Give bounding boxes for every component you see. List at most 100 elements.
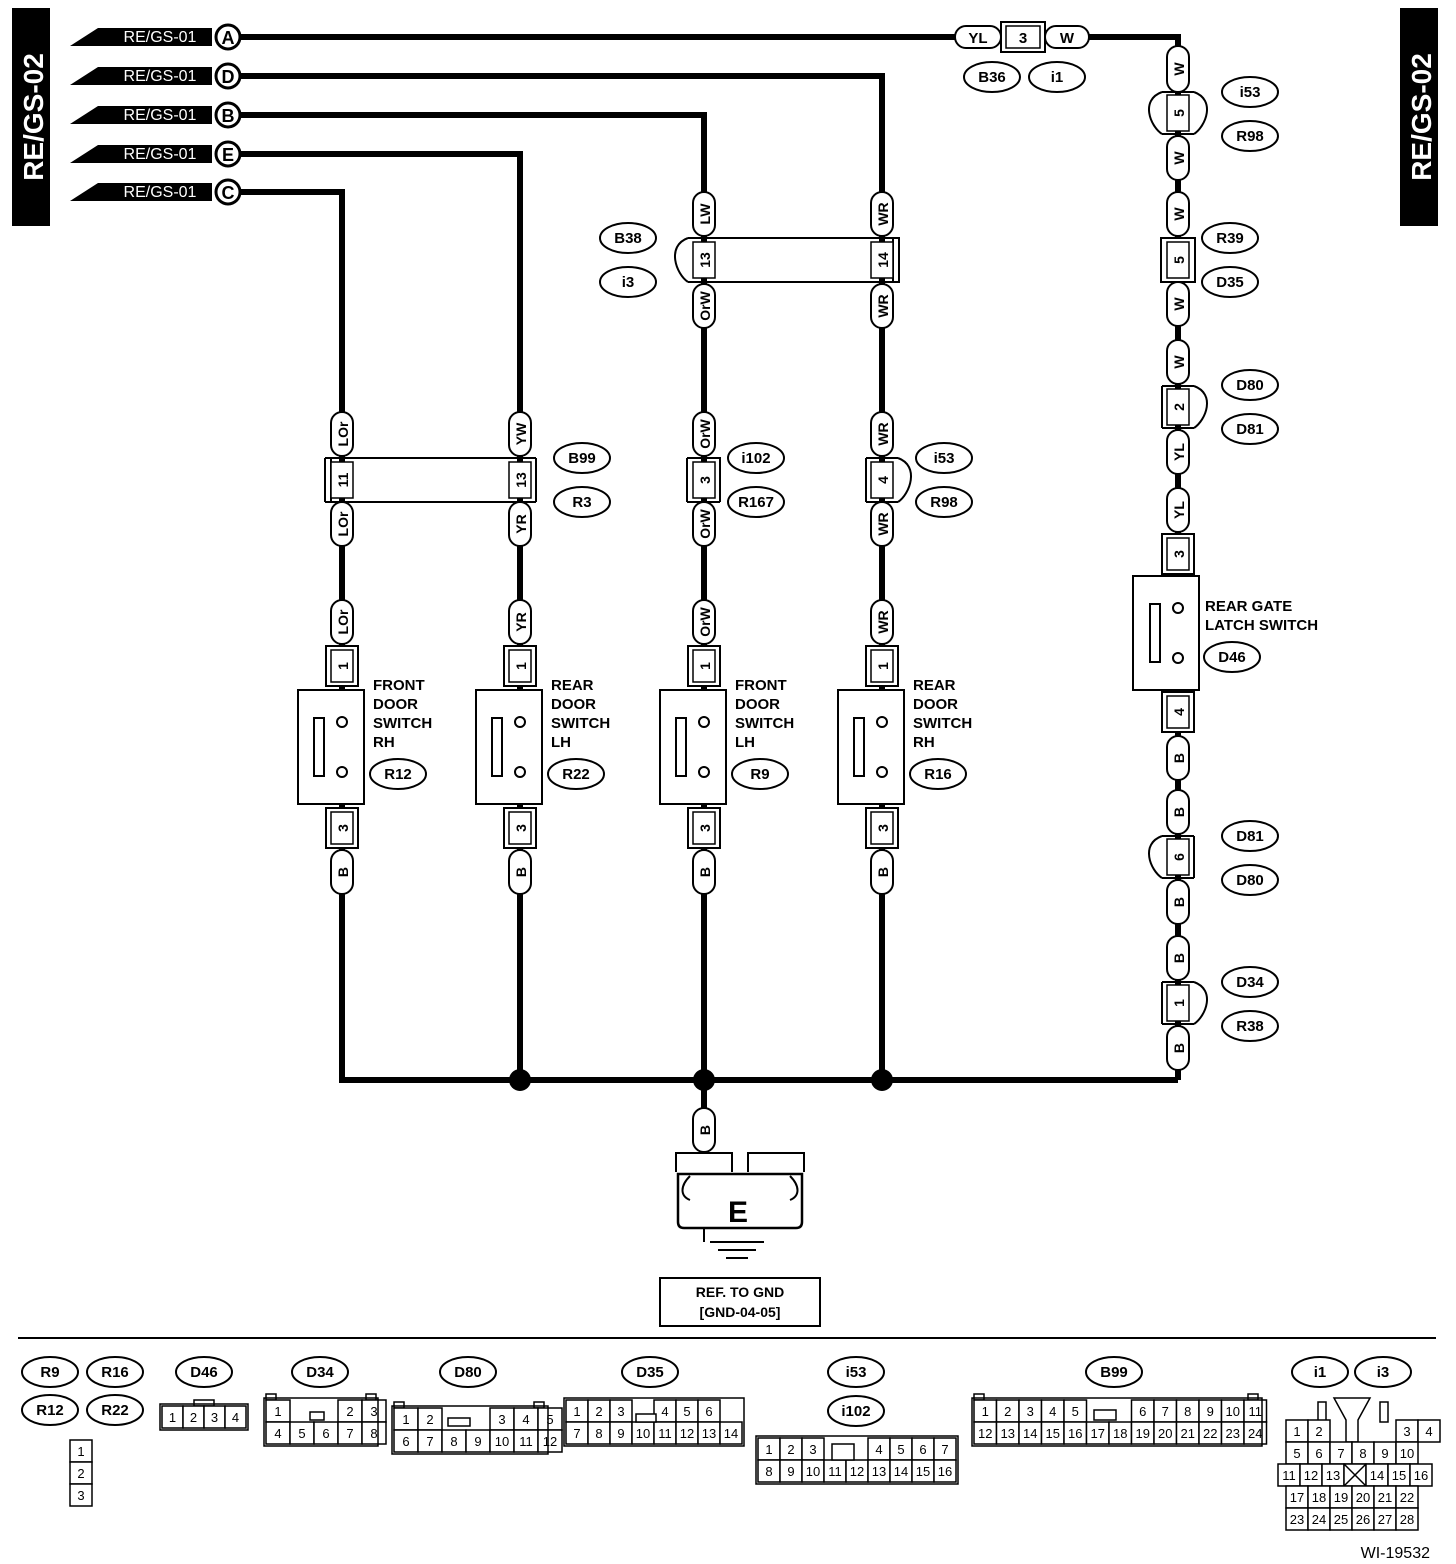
pin-number: 1 <box>274 1404 281 1419</box>
svg-text:RE/GS-01: RE/GS-01 <box>124 29 197 46</box>
svg-text:LATCH SWITCH: LATCH SWITCH <box>1205 617 1318 634</box>
pin-cell <box>933 1459 957 1483</box>
pin-number: 14 <box>1370 1468 1384 1483</box>
connector-outline <box>263 1397 379 1447</box>
svg-text:B99: B99 <box>1100 1364 1128 1381</box>
pin-number: 10 <box>1400 1446 1414 1461</box>
pin-number: 8 <box>1184 1404 1191 1419</box>
pin-number: 8 <box>595 1426 602 1441</box>
right-column-parts: W 5 i53 R98 W W 5 R39 D35 W <box>1132 45 1318 1071</box>
connector-b99-r3: LOr YW 11 13 B99 R3 LOr YR <box>324 411 611 547</box>
connector-d80-d81: 2 D80 D81 <box>1161 369 1279 445</box>
connector-i53-r98-d: WR 4 i53 R98 WR <box>865 411 973 547</box>
connector-latch <box>831 1443 855 1461</box>
figure-id: WI-19532 <box>1361 1545 1430 1562</box>
svg-text:WR: WR <box>875 202 891 225</box>
pin-number: 7 <box>426 1434 433 1449</box>
svg-text:B: B <box>513 867 529 877</box>
pin-number: 13 <box>1326 1468 1340 1483</box>
svg-text:WR: WR <box>875 422 891 445</box>
pin-number: 24 <box>1248 1426 1262 1441</box>
pin-number: 6 <box>402 1434 409 1449</box>
svg-text:WR: WR <box>875 610 891 633</box>
connector-r39-d35: 5 R39 D35 <box>1160 222 1259 298</box>
svg-text:LOr: LOr <box>335 609 351 634</box>
reference-e: RE/GS-01 E <box>70 140 242 168</box>
connector-latch <box>1093 1409 1117 1421</box>
svg-text:D81: D81 <box>1236 421 1264 438</box>
svg-text:YL: YL <box>1171 501 1187 519</box>
pin-number: 22 <box>1203 1426 1217 1441</box>
svg-text:D80: D80 <box>454 1364 482 1381</box>
svg-text:SWITCH: SWITCH <box>373 715 432 732</box>
pin-number: 10 <box>495 1434 509 1449</box>
svg-text:RE/GS-01: RE/GS-01 <box>124 107 197 124</box>
svg-text:D34: D34 <box>306 1364 334 1381</box>
pin-number: 18 <box>1113 1426 1127 1441</box>
pin-number: 27 <box>1378 1512 1392 1527</box>
pin-number: 22 <box>1400 1490 1414 1505</box>
svg-text:W: W <box>1171 355 1187 369</box>
right-side-label: RE/GS-02 <box>1406 53 1437 181</box>
svg-text:6: 6 <box>1171 853 1187 861</box>
svg-text:B: B <box>222 106 235 126</box>
reference-b: RE/GS-01 B <box>70 101 242 129</box>
pin-number: 12 <box>1304 1468 1318 1483</box>
connector-latch <box>1379 1401 1389 1423</box>
svg-text:4: 4 <box>875 476 891 484</box>
pin-number: 23 <box>1290 1512 1304 1527</box>
pin-cell <box>361 1421 387 1445</box>
svg-text:3: 3 <box>335 824 351 832</box>
pin-number: 19 <box>1136 1426 1150 1441</box>
svg-text:RE/GS-01: RE/GS-01 <box>124 146 197 163</box>
svg-text:REAR GATE: REAR GATE <box>1205 598 1292 615</box>
svg-text:FRONT: FRONT <box>373 677 425 694</box>
svg-text:B38: B38 <box>614 230 642 247</box>
svg-text:OrW: OrW <box>697 508 713 538</box>
svg-text:LW: LW <box>697 203 713 225</box>
svg-text:D35: D35 <box>636 1364 664 1381</box>
ground-letter: E <box>728 1196 748 1229</box>
svg-text:W: W <box>1171 151 1187 165</box>
pin-number: 2 <box>77 1466 84 1481</box>
pin-number: 4 <box>232 1410 239 1425</box>
pin-number: 26 <box>1356 1512 1370 1527</box>
svg-text:4: 4 <box>1171 708 1187 716</box>
pin-number: 10 <box>636 1426 650 1441</box>
svg-text:5: 5 <box>1171 109 1187 117</box>
reference-d: RE/GS-01 D <box>70 62 242 90</box>
svg-text:R9: R9 <box>40 1364 59 1381</box>
svg-text:D80: D80 <box>1236 377 1264 394</box>
ground-ref-box: REF. TO GND [GND-04-05] <box>659 1277 821 1327</box>
pin-number: 18 <box>1312 1490 1326 1505</box>
pin-number: 9 <box>474 1434 481 1449</box>
pin-number: 13 <box>702 1426 716 1441</box>
svg-text:DOOR: DOOR <box>373 696 418 713</box>
svg-text:SWITCH: SWITCH <box>735 715 794 732</box>
pin-number: 21 <box>1378 1490 1392 1505</box>
svg-text:13: 13 <box>513 472 529 488</box>
pin-number: 4 <box>1049 1404 1056 1419</box>
svg-text:B36: B36 <box>978 69 1006 86</box>
connector-latch <box>973 1393 985 1401</box>
svg-text:LH: LH <box>551 734 571 751</box>
svg-text:1: 1 <box>335 662 351 670</box>
svg-text:YW: YW <box>513 422 529 445</box>
svg-text:W: W <box>1171 297 1187 311</box>
pin-cell <box>1409 1463 1433 1487</box>
svg-text:W: W <box>1171 207 1187 221</box>
connector-d81-d80: 6 D81 D80 <box>1148 820 1279 896</box>
pin-number: 11 <box>1282 1468 1296 1483</box>
pin-cell <box>537 1429 563 1453</box>
svg-text:YR: YR <box>513 514 529 533</box>
svg-text:i102: i102 <box>741 450 770 467</box>
svg-text:R167: R167 <box>738 494 774 511</box>
svg-text:R16: R16 <box>101 1364 129 1381</box>
pin-number: 11 <box>1249 1404 1263 1419</box>
pin-number: 7 <box>346 1426 353 1441</box>
svg-text:B: B <box>1171 1043 1187 1053</box>
